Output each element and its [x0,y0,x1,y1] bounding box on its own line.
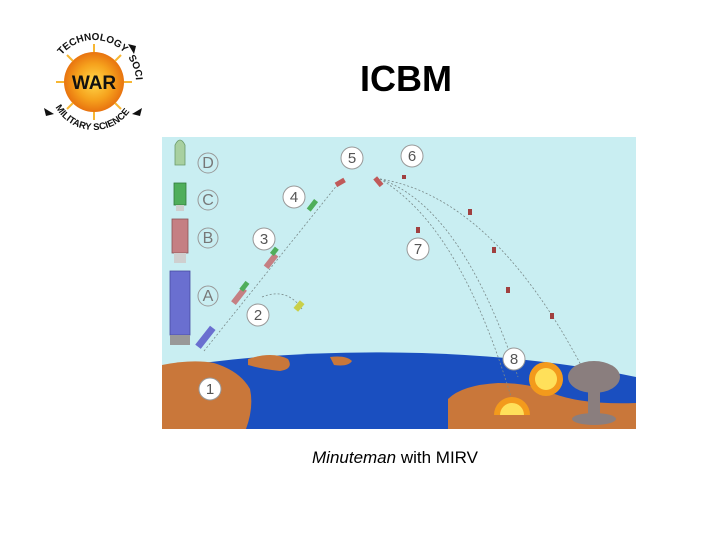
stage-label-d: D [202,155,214,172]
logo-center-text: WAR [72,73,117,94]
step-label-1: 1 [206,381,214,398]
step-number-labels: 1 2 3 4 5 6 7 8 [198,144,526,401]
step-label-4: 4 [290,189,298,206]
slide-title: ICBM [360,58,452,99]
war-technology-society-logo: WAR TECHNOLOGY SOCIETY MILITARY SCIENCE [32,20,152,140]
icbm-trajectory-diagram: D C B A [162,137,636,429]
logo-arrow-icon [128,44,136,54]
stage-label-a: A [203,288,214,305]
step-label-7: 7 [414,241,422,258]
stage-label-b: B [203,230,214,247]
explosion-icon [529,362,563,396]
caption-rest: with MIRV [396,448,478,467]
missile-in-flight [195,175,554,349]
logo-sun-icon [64,52,124,112]
diagram-caption: Minuteman with MIRV [312,448,478,468]
missile-stage-stack [169,139,191,345]
step-label-3: 3 [260,231,268,248]
step-label-8: 8 [510,351,518,368]
ground-burst-icon [494,397,530,415]
caption-missile-name: Minuteman [312,448,397,467]
land-island [248,355,290,371]
mushroom-cloud-icon [568,361,620,425]
logo-arrow-icon [44,108,54,116]
stage-label-c: C [202,192,214,209]
step-label-2: 2 [254,307,262,324]
step-label-5: 5 [348,150,356,167]
land-island [330,356,352,366]
logo-arrow-icon [132,108,142,116]
step-label-6: 6 [408,148,416,165]
stage-letter-labels: D C B A [197,152,219,307]
